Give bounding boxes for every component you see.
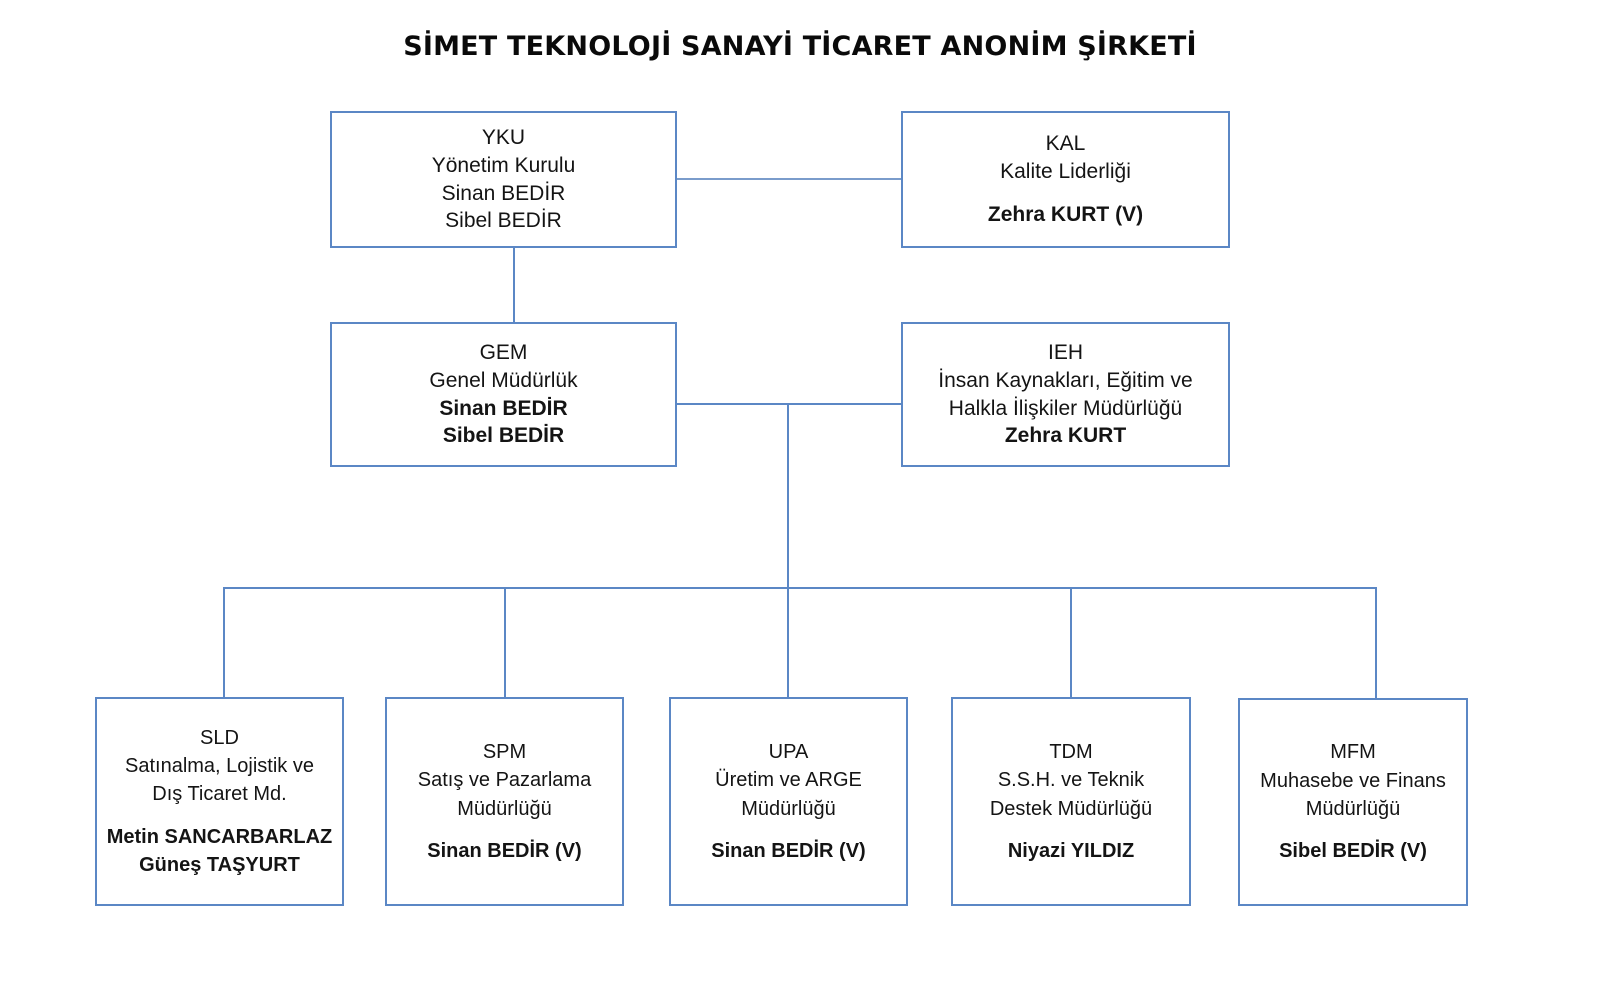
node-kal[interactable]: KAL Kalite Liderliği Zehra KURT (V) <box>901 111 1230 248</box>
node-upa[interactable]: UPA Üretim ve ARGE Müdürlüğü Sinan BEDİR… <box>669 697 908 906</box>
node-spm-person1: Sinan BEDİR (V) <box>427 839 582 862</box>
node-ieh-person1: Zehra KURT <box>1004 424 1127 448</box>
node-sld[interactable]: SLD Satınalma, Lojistik ve Dış Ticaret M… <box>95 697 344 906</box>
node-spm-unit-line1: Satış ve Pazarlama <box>417 769 592 792</box>
connector-yku-gem <box>513 247 515 323</box>
node-spm-unit-line2: Müdürlüğü <box>457 797 552 820</box>
node-tdm-unit-line1: S.S.H. ve Teknik <box>997 769 1145 792</box>
node-mfm-code: MFM <box>1330 741 1376 764</box>
node-gem-code: GEM <box>479 341 528 365</box>
node-tdm-unit-line2: Destek Müdürlüğü <box>989 797 1153 820</box>
node-mfm-person1: Sibel BEDİR (V) <box>1279 840 1427 863</box>
node-sld-code: SLD <box>200 726 239 749</box>
node-mfm-unit-line1: Muhasebe ve Finans <box>1260 769 1446 792</box>
node-yku-code: YKU <box>481 126 526 150</box>
connector-drop-tdm <box>1070 587 1072 697</box>
node-gem-person1: Sinan BEDİR <box>439 396 568 420</box>
connector-yku-kal <box>676 178 902 180</box>
node-tdm-code: TDM <box>1049 740 1093 763</box>
node-upa-unit-line2: Müdürlüğü <box>741 797 836 820</box>
node-ieh[interactable]: IEH İnsan Kaynakları, Eğitim ve Halkla İ… <box>901 322 1230 467</box>
node-sld-person2: Güneş TAŞYURT <box>139 854 300 877</box>
node-ieh-code: IEH <box>1047 341 1083 365</box>
node-mfm-unit-line2: Müdürlüğü <box>1305 798 1401 820</box>
page-title: SİMET TEKNOLOJİ SANAYİ TİCARET ANONİM Şİ… <box>403 31 1197 62</box>
node-ieh-unit-line1: İnsan Kaynakları, Eğitim ve <box>938 368 1193 392</box>
connector-drop-spm <box>504 587 506 697</box>
node-yku[interactable]: YKU Yönetim Kurulu Sinan BEDİR Sibel BED… <box>330 111 677 248</box>
node-yku-person1: Sinan BEDİR <box>441 181 566 205</box>
node-ieh-unit-line2: Halkla İlişkiler Müdürlüğü <box>948 396 1183 420</box>
node-tdm-person1: Niyazi YILDIZ <box>1007 839 1135 862</box>
connector-drop-upa <box>787 587 789 697</box>
connector-trunk-to-bus <box>787 403 789 589</box>
node-upa-person1: Sinan BEDİR (V) <box>711 839 866 862</box>
connector-gem-ieh <box>676 403 902 405</box>
node-upa-code: UPA <box>768 740 809 763</box>
node-upa-unit-line1: Üretim ve ARGE <box>715 769 862 792</box>
node-kal-person1: Zehra KURT (V) <box>987 203 1144 227</box>
node-sld-unit-line2: Dış Ticaret Md. <box>152 783 287 806</box>
node-gem-unit: Genel Müdürlük <box>429 368 578 392</box>
connector-distribution-bus <box>224 587 1377 589</box>
node-gem-person2: Sibel BEDİR <box>442 424 565 448</box>
node-kal-unit: Kalite Liderliği <box>1000 159 1131 183</box>
node-spm-code: SPM <box>482 740 527 763</box>
connector-drop-mfm <box>1375 587 1377 698</box>
node-yku-unit: Yönetim Kurulu <box>431 153 576 177</box>
node-gem[interactable]: GEM Genel Müdürlük Sinan BEDİR Sibel BED… <box>330 322 677 467</box>
node-sld-person1: Metin SANCARBARLAZ <box>106 825 333 848</box>
node-tdm[interactable]: TDM S.S.H. ve Teknik Destek Müdürlüğü Ni… <box>951 697 1191 906</box>
node-sld-unit-line1: Satınalma, Lojistik ve <box>125 754 314 777</box>
node-mfm[interactable]: MFM Muhasebe ve Finans Müdürlüğü Sibel B… <box>1238 698 1468 906</box>
connector-drop-sld <box>223 587 225 697</box>
node-spm[interactable]: SPM Satış ve Pazarlama Müdürlüğü Sinan B… <box>385 697 624 906</box>
node-yku-person2: Sibel BEDİR <box>445 209 562 233</box>
node-kal-code: KAL <box>1045 131 1086 155</box>
